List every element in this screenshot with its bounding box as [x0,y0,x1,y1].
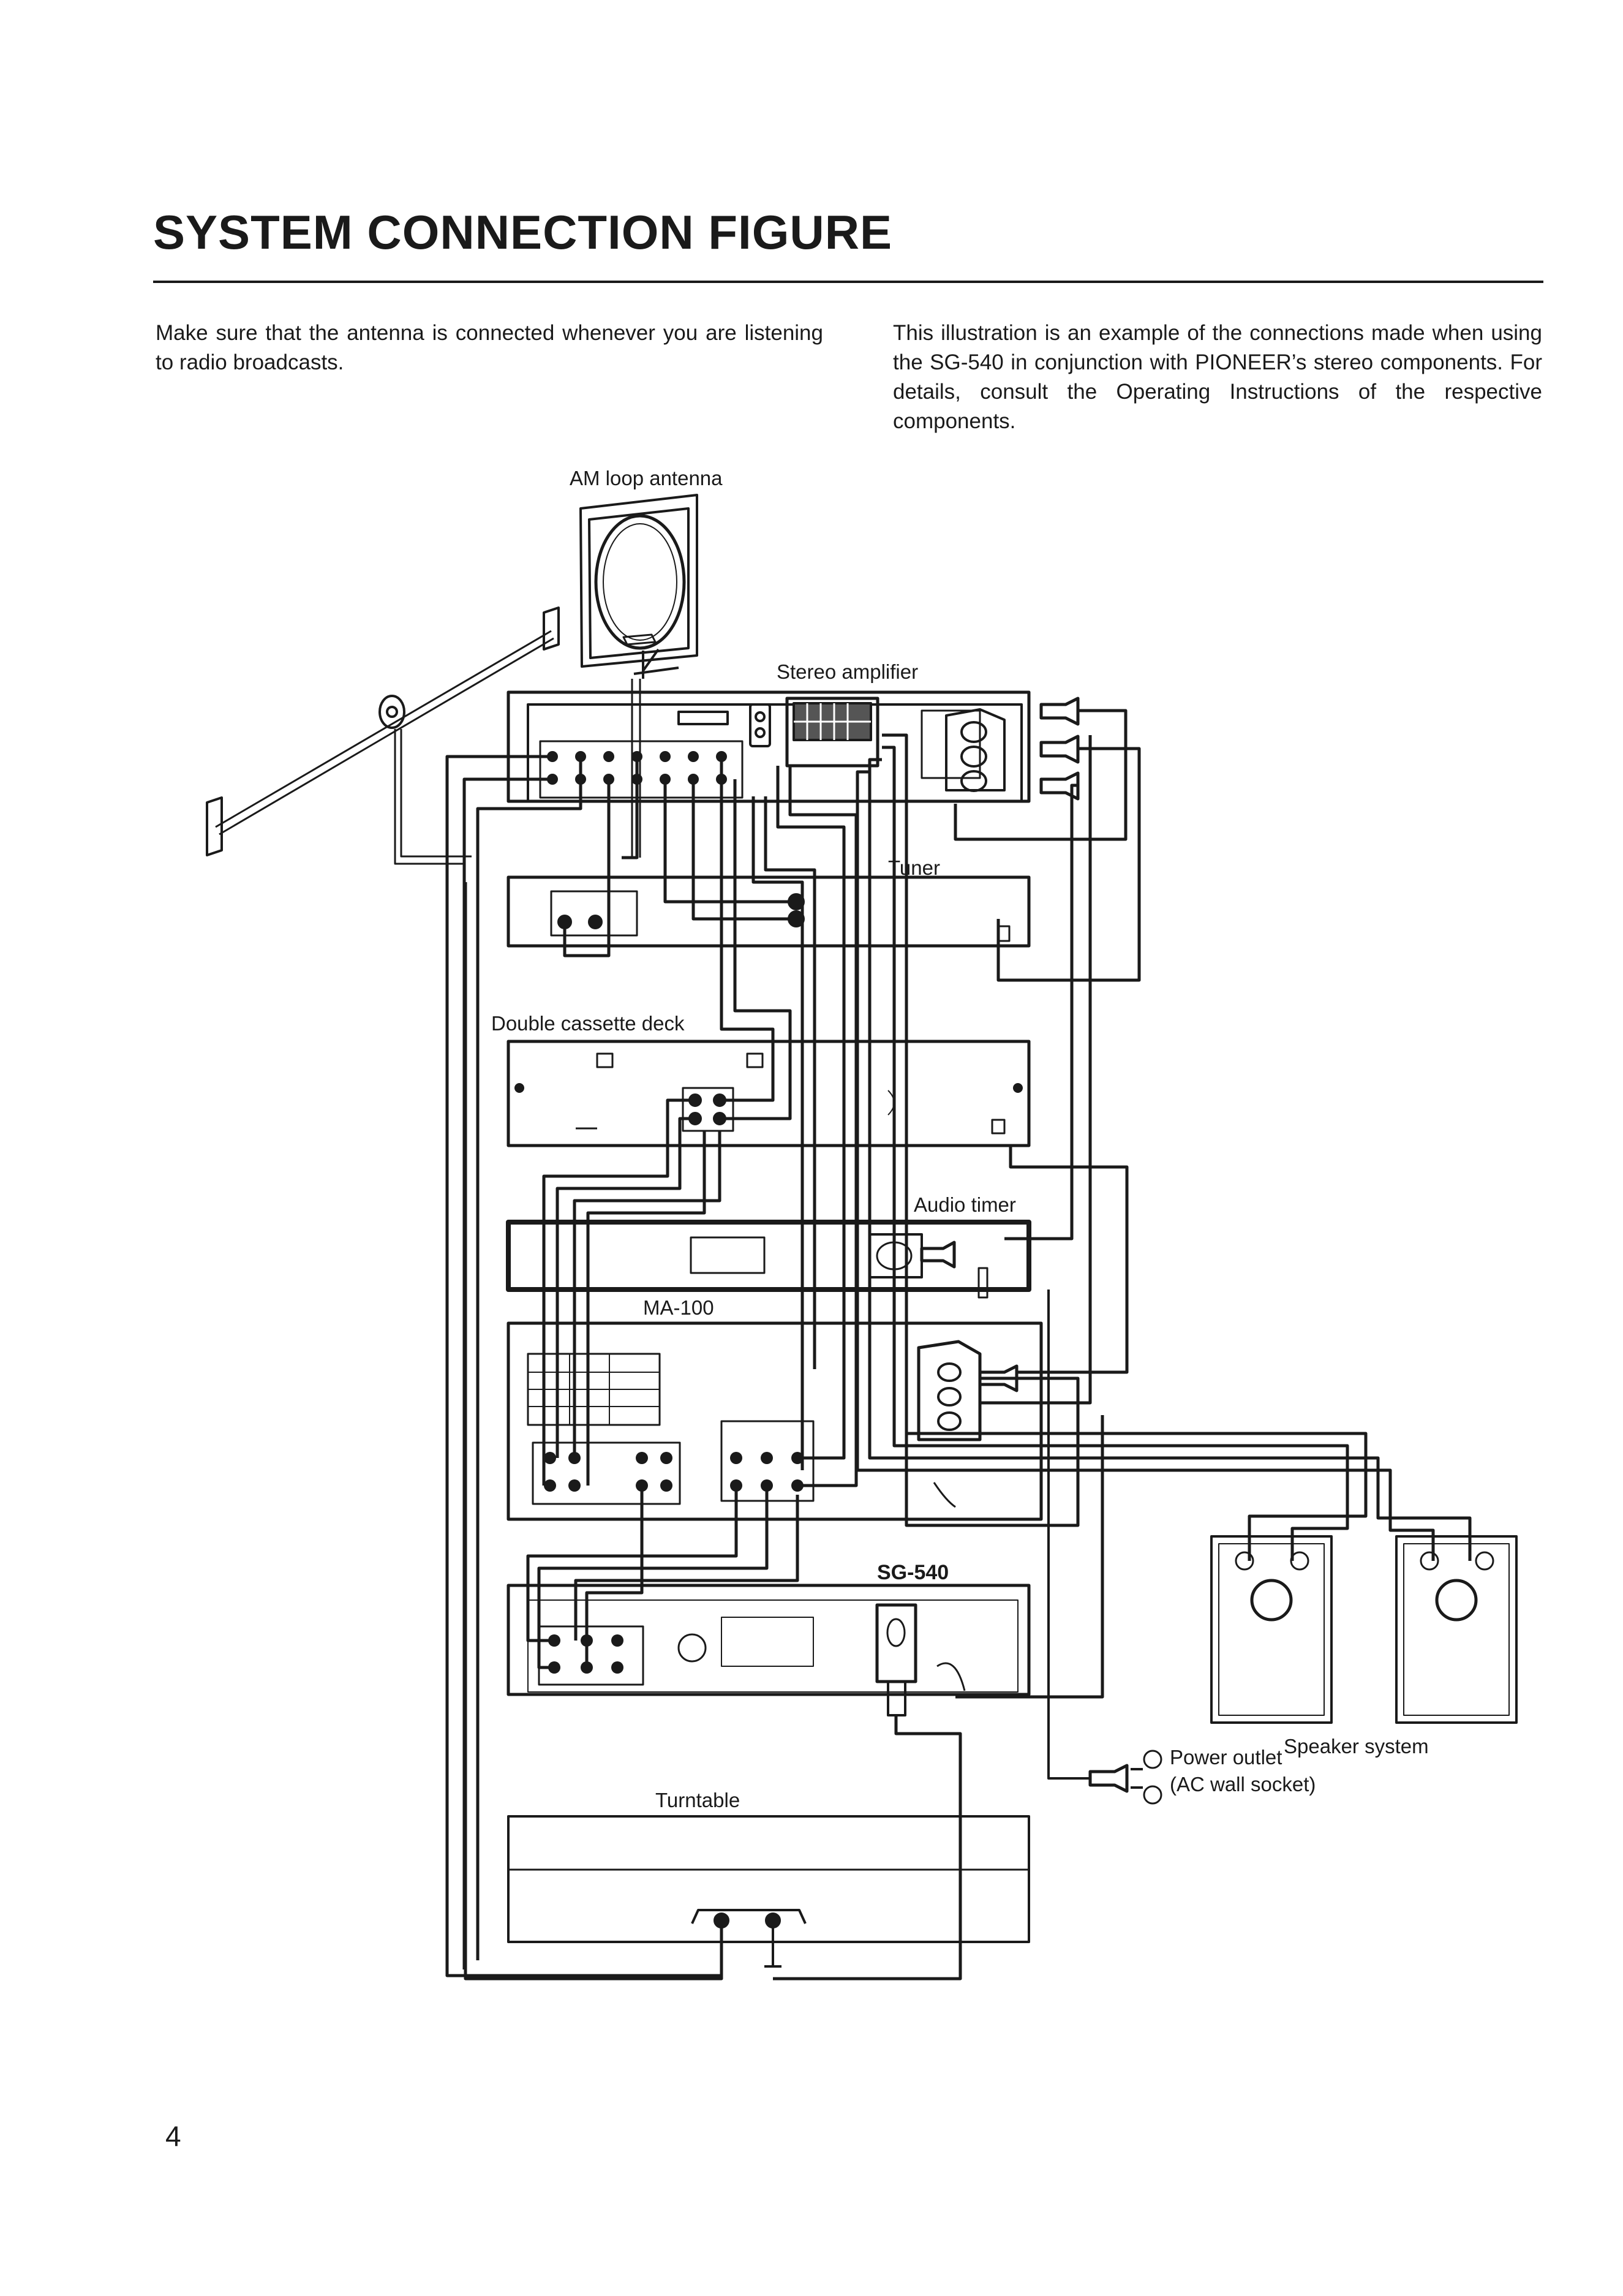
label-power-outlet: Power outlet [1170,1746,1282,1769]
label-am-loop-antenna: AM loop antenna [570,467,723,489]
speaker-left [1210,1535,1333,1724]
power-outlet [1047,1290,1162,1805]
ma-100 [506,1321,1043,1521]
label-turntable: Turntable [655,1789,740,1811]
am-loop-antenna [579,494,698,858]
label-speaker-system: Speaker system [1284,1735,1429,1758]
label-ma100: MA-100 [643,1296,714,1319]
page-title: SYSTEM CONNECTION FIGURE [153,205,893,259]
ac-plugs-amplifier [954,697,1141,1241]
stereo-amplifier [506,690,1031,803]
label-tuner: Tuner [888,856,940,879]
label-double-cassette-deck: Double cassette deck [491,1012,685,1035]
double-cassette-deck [506,1040,1031,1147]
tuner [506,875,1031,948]
intro-text-illustration: This illustration is an example of the c… [893,321,1542,433]
turntable [464,882,1030,1981]
page-number: 4 [165,2120,181,2152]
title-rule [153,281,1543,283]
antenna-wall-plates [206,606,560,865]
label-stereo-amplifier: Stereo amplifier [777,660,918,683]
speaker-right [1395,1535,1518,1724]
sg-540 [506,1584,1031,1716]
connection-cables [445,733,1472,1981]
intro-text-antenna: Make sure that the antenna is connected … [156,321,823,374]
label-sg540: SG-540 [877,1561,949,1584]
label-ac-wall-socket: (AC wall socket) [1170,1773,1316,1796]
label-audio-timer: Audio timer [914,1193,1016,1216]
